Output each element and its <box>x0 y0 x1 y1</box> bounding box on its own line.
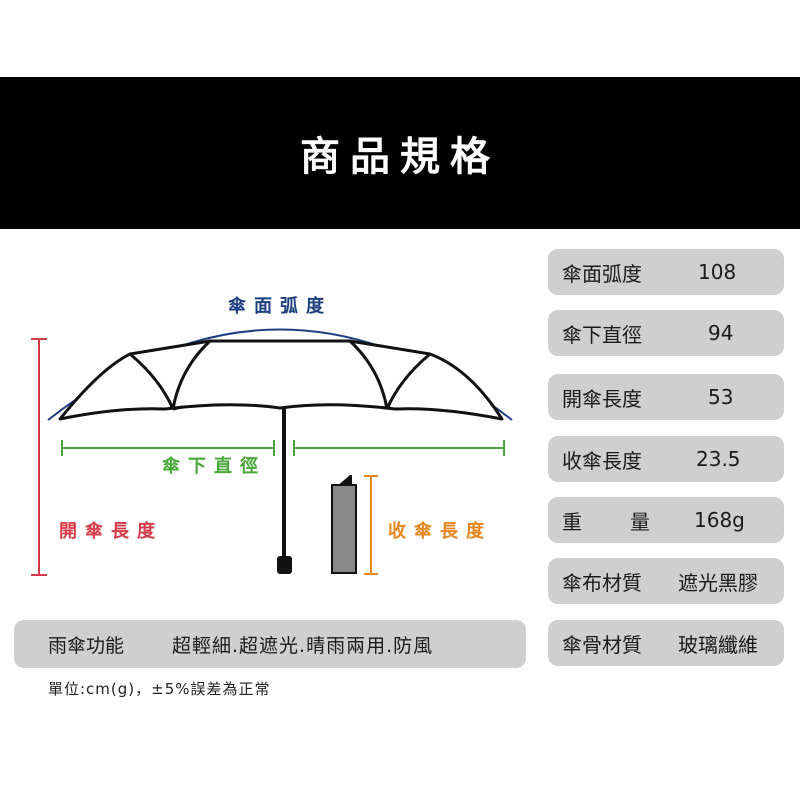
open-length-label: 開傘長度 <box>59 521 163 542</box>
spec-label: 傘骨材質 <box>562 632 642 657</box>
feature-label: 雨傘功能 <box>48 634 125 657</box>
closed-length-label: 收傘長度 <box>388 521 492 542</box>
unit-note: 單位:cm(g)，±5%誤差為正常 <box>48 680 271 698</box>
spec-value: 168g <box>694 508 745 532</box>
canopy-arc-label: 傘面弧度 <box>228 296 332 317</box>
feature-bar: 雨傘功能 超輕細.超遮光.晴雨兩用.防風 <box>14 620 526 668</box>
spec-value: 遮光黑膠 <box>678 570 758 595</box>
umbrella-diagram <box>31 328 513 576</box>
umbrella-handle <box>277 556 292 574</box>
spec-label: 傘下直徑 <box>562 322 642 347</box>
umbrella-canopy <box>58 339 504 421</box>
spec-value: 53 <box>708 385 734 409</box>
spec-label: 傘面弧度 <box>562 261 642 286</box>
spec-row-canopy-diameter: 傘下直徑 94 <box>548 310 784 356</box>
spec-value: 23.5 <box>696 447 741 471</box>
spec-label: 開傘長度 <box>562 386 642 411</box>
diameter-line <box>61 440 505 456</box>
spec-row-canopy-fabric: 傘布材質 遮光黑膠 <box>548 558 784 604</box>
spec-row-weight: 重 量 168g <box>548 497 784 543</box>
page-title: 商品規格 <box>300 134 500 180</box>
spec-label: 重 量 <box>562 509 664 534</box>
spec-value: 玻璃纖維 <box>678 632 758 657</box>
closed-length-line <box>364 475 378 575</box>
spec-value: 108 <box>698 260 737 284</box>
canopy-diameter-label: 傘下直徑 <box>162 456 266 477</box>
spec-row-frame-material: 傘骨材質 玻璃纖維 <box>548 620 784 666</box>
spec-value: 94 <box>708 321 734 345</box>
header-banner: 商品規格 <box>0 77 800 229</box>
closed-umbrella <box>331 475 357 574</box>
spec-row-open-length: 開傘長度 53 <box>548 374 784 420</box>
spec-row-canopy-arc: 傘面弧度 108 <box>548 249 784 295</box>
spec-label: 收傘長度 <box>562 448 642 473</box>
spec-label: 傘布材質 <box>562 570 642 595</box>
open-length-line <box>31 338 47 576</box>
spec-row-closed-length: 收傘長度 23.5 <box>548 436 784 482</box>
feature-value: 超輕細.超遮光.晴雨兩用.防風 <box>172 634 434 657</box>
